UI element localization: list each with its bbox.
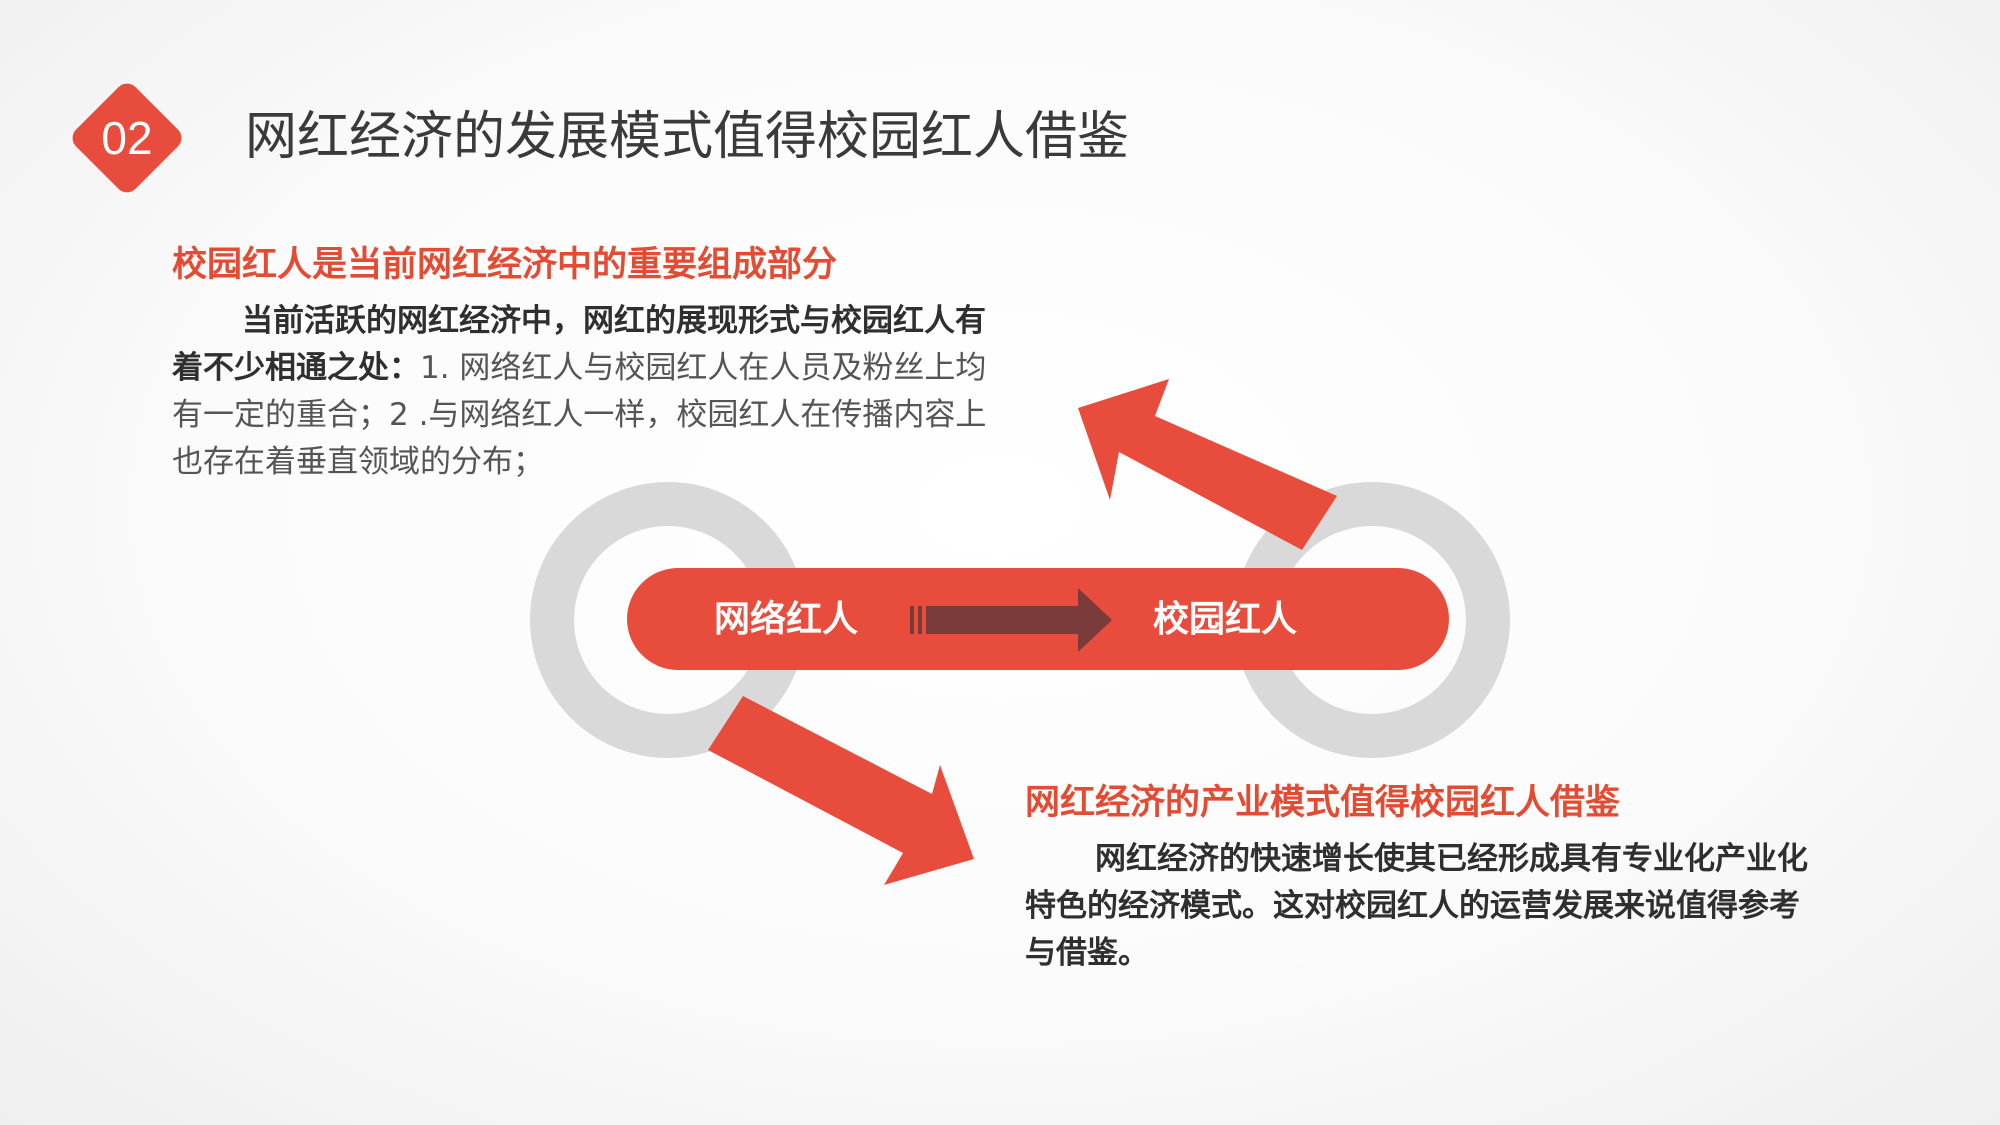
section-badge: 02 — [63, 74, 191, 202]
from-label: 网络红人 — [714, 599, 859, 640]
right-arrow-icon — [926, 588, 1112, 652]
arrow-down-right-shape — [708, 696, 974, 885]
body-normal-text: 1. 网络红人与校园红人在人员及粉丝上均有一定的重合；2 .与网络红人一样，校园… — [172, 350, 987, 480]
to-label: 校园红人 — [1153, 599, 1298, 640]
arrow-stripe — [910, 606, 914, 634]
block-body: 网红经济的快速增长使其已经形成具有专业化产业化特色的经济模式。这对校园红人的运营… — [1025, 841, 1808, 971]
section-number: 02 — [101, 112, 153, 164]
text-block-right: 网红经济的产业模式值得校园红人借鉴 网红经济的快速增长使其已经形成具有专业化产业… — [1025, 779, 1815, 977]
arrow-stripe — [918, 606, 922, 634]
text-block-left: 校园红人是当前网红经济中的重要组成部分 当前活跃的网红经济中，网红的展现形式与校… — [172, 241, 992, 486]
block-heading: 网红经济的产业模式值得校园红人借鉴 — [1025, 783, 1621, 823]
block-body: 当前活跃的网红经济中，网红的展现形式与校园红人有着不少相通之处：1. 网络红人与… — [172, 298, 992, 486]
diamond-shape — [72, 83, 182, 193]
block-heading: 校园红人是当前网红经济中的重要组成部分 — [172, 245, 838, 285]
arrow-up-left-shape — [1078, 379, 1337, 550]
page-title: 网红经济的发展模式值得校园红人借鉴 — [245, 107, 1130, 167]
body-bold-text: 当前活跃的网红经济中，网红的展现形式与校园红人有着不少相通之处： — [172, 303, 986, 386]
